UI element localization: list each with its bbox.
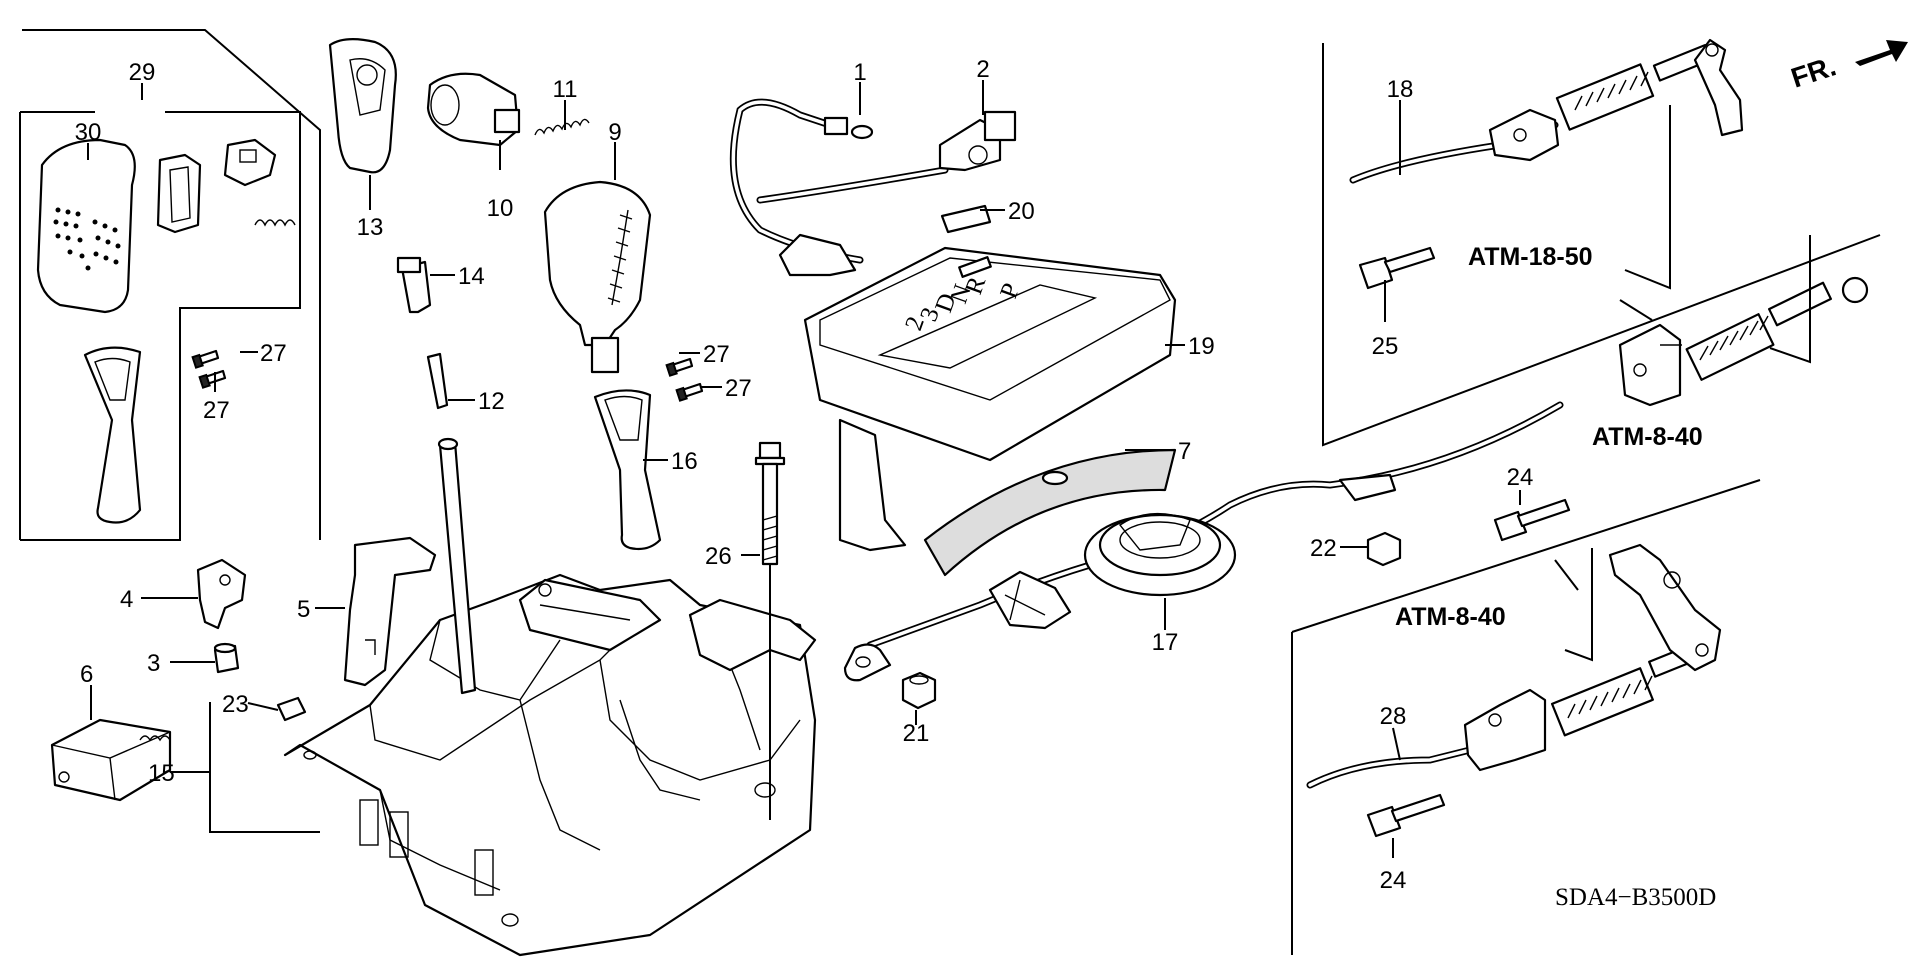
screw-27-middle-pair — [665, 357, 704, 402]
part-callouts: 29 30 1 2 9 11 10 13 14 12 20 19 7 16 26… — [75, 56, 1534, 894]
part-13-knob-housing — [328, 38, 397, 174]
cable-adjuster-upper — [1618, 323, 1682, 407]
callout-25: 25 — [1372, 333, 1399, 360]
callout-6: 6 — [80, 661, 93, 688]
reference-atm-8-40-upper: ATM-8-40 — [1592, 423, 1703, 451]
part-23-clip — [276, 696, 307, 722]
part-15-shift-base — [283, 573, 817, 957]
frame-lines — [19, 29, 1881, 955]
callout-18: 18 — [1387, 76, 1414, 103]
reference-atm-8-40-lower: ATM-8-40 — [1395, 603, 1506, 631]
knob-spring — [254, 219, 296, 227]
callout-17: 17 — [1152, 629, 1179, 656]
part-17-shift-cable — [843, 276, 1869, 682]
callout-4: 4 — [120, 586, 133, 613]
callout-27-c: 27 — [703, 341, 730, 368]
callout-12: 12 — [478, 388, 505, 415]
callout-10: 10 — [487, 195, 514, 222]
part-7-slide-cover — [923, 448, 1177, 577]
callout-23: 23 — [222, 691, 249, 718]
callout-9: 9 — [608, 119, 621, 146]
callout-30: 30 — [75, 119, 102, 146]
knob-boot — [83, 346, 142, 524]
part-24-bolt-lower — [1366, 793, 1446, 838]
callout-27-b: 27 — [203, 397, 230, 424]
diagram-code: SDA4−B3500D — [1555, 884, 1716, 911]
callout-11: 11 — [553, 76, 578, 103]
part-30-knob — [36, 138, 136, 314]
callout-19: 19 — [1188, 333, 1215, 360]
part-12-clip — [426, 352, 449, 410]
reference-labels: ATM-18-50 ATM-8-40 ATM-8-40 — [1395, 243, 1703, 631]
callout-22: 22 — [1310, 535, 1337, 562]
callout-20: 20 — [1008, 198, 1035, 225]
part-22-nut — [1366, 531, 1402, 567]
knob-inset-group — [36, 138, 296, 524]
part-26-bolt — [754, 441, 786, 820]
callout-29: 29 — [129, 59, 156, 86]
part-20-clip — [940, 204, 992, 234]
part-16-lever-boot — [593, 389, 662, 551]
callout-24-upper: 24 — [1507, 464, 1534, 491]
part-4-lever — [196, 558, 247, 630]
callout-5: 5 — [297, 596, 310, 623]
leader-lines — [87, 80, 1653, 858]
part-14-pin — [400, 260, 432, 314]
callout-3: 3 — [147, 650, 160, 677]
callout-24-lower: 24 — [1380, 867, 1407, 894]
callout-1: 1 — [853, 59, 866, 86]
front-direction-indicator: FR. — [1787, 40, 1908, 94]
reference-atm-18-50: ATM-18-50 — [1468, 243, 1593, 271]
part-2-harness — [729, 98, 1017, 277]
callout-27-d: 27 — [725, 375, 752, 402]
part-5-bracket — [343, 536, 437, 687]
reference-arrows — [1564, 105, 1811, 662]
callout-21: 21 — [903, 720, 930, 747]
callout-2: 2 — [976, 56, 989, 83]
part-11-spring — [534, 118, 590, 136]
callout-15: 15 — [148, 760, 175, 787]
part-21-nut — [901, 671, 937, 710]
callout-16: 16 — [671, 448, 698, 475]
part-24-bolt-upper — [1493, 498, 1571, 542]
knob-dot-pattern — [53, 207, 121, 271]
part-28-cable-assembly — [1306, 543, 1722, 789]
part-19-indicator-panel: P R N D 3 2 — [803, 246, 1177, 552]
callout-7: 7 — [1178, 438, 1191, 465]
part-18-cable-assembly — [1349, 38, 1744, 184]
part-25-bolt — [1358, 246, 1436, 290]
screw-27-left-pair — [191, 349, 227, 389]
callout-13: 13 — [357, 214, 384, 241]
front-direction-arrow-icon — [1855, 40, 1908, 66]
callout-26: 26 — [705, 543, 732, 570]
callout-27-a: 27 — [260, 340, 287, 367]
callout-28: 28 — [1380, 703, 1407, 730]
part-1-bulb — [823, 116, 874, 140]
callout-14: 14 — [458, 263, 485, 290]
part-9-shift-knob — [543, 180, 652, 347]
front-label: FR. — [1787, 50, 1839, 93]
